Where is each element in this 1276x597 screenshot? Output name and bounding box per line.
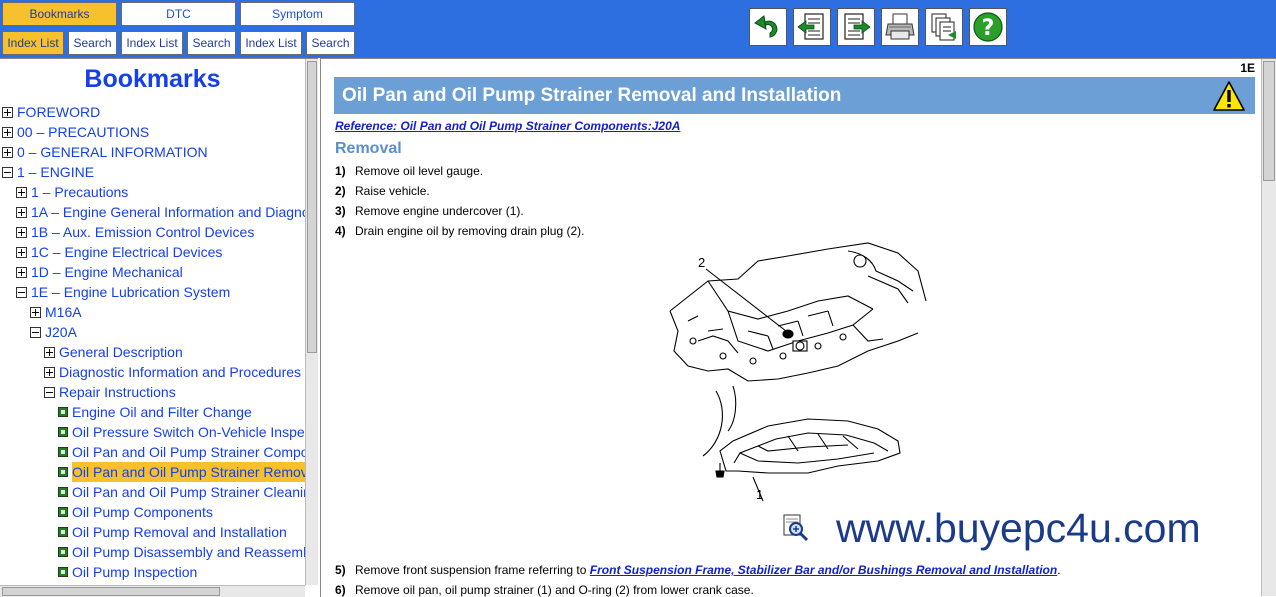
step-6: 6)Remove oil pan, oil pump strainer (1) …: [335, 583, 754, 597]
oil-pan-diagram: 2 1: [669, 242, 927, 502]
page-title-bar: Oil Pan and Oil Pump Strainer Removal an…: [334, 77, 1255, 114]
tree-item-oil-pressure-switch[interactable]: Oil Pressure Switch On-Vehicle Inspectio…: [58, 422, 305, 442]
document-icon: [58, 407, 68, 417]
expand-icon[interactable]: [2, 126, 13, 138]
previous-page-button[interactable]: [793, 8, 831, 46]
expand-icon[interactable]: [44, 366, 55, 378]
copy-button[interactable]: [925, 8, 963, 46]
tree-item-general-information[interactable]: 0 – GENERAL INFORMATION: [2, 142, 208, 162]
bookmarks-panel: Bookmarks FOREWORD 00 – PRECAUTIONS 0 – …: [0, 58, 318, 597]
content-vertical-scrollbar[interactable]: [1261, 59, 1276, 596]
expand-icon[interactable]: [44, 346, 55, 358]
tree-item-oil-pump-components[interactable]: Oil Pump Components: [58, 502, 213, 522]
previous-page-icon: [797, 13, 824, 40]
step-3: 3)Remove engine undercover (1).: [335, 204, 524, 218]
document-icon: [58, 467, 68, 477]
dtc-search-button[interactable]: Search: [187, 31, 236, 55]
bookmarks-vertical-scrollbar[interactable]: [305, 59, 318, 585]
step-1: 1)Remove oil level gauge.: [335, 164, 484, 178]
bookmark-tree: Bookmarks FOREWORD 00 – PRECAUTIONS 0 – …: [0, 59, 305, 585]
expand-icon[interactable]: [16, 226, 27, 238]
tree-item-1a[interactable]: 1A – Engine General Information and Diag…: [16, 202, 305, 222]
tree-item-oil-pump-disassembly[interactable]: Oil Pump Disassembly and Reassembly: [58, 542, 305, 562]
bookmarks-horizontal-scrollbar[interactable]: [0, 585, 305, 597]
expand-icon[interactable]: [30, 306, 41, 318]
step-2: 2)Raise vehicle.: [335, 184, 430, 198]
tree-item-1b[interactable]: 1B – Aux. Emission Control Devices: [16, 222, 254, 242]
help-button[interactable]: ?: [969, 8, 1007, 46]
document-icon: [58, 487, 68, 497]
callout-label-1: 1: [756, 487, 763, 502]
symptom-search-button[interactable]: Search: [306, 31, 355, 55]
top-toolbar: Bookmarks DTC Symptom Index List Search …: [0, 0, 1276, 58]
document-icon: [58, 567, 68, 577]
back-button[interactable]: [749, 8, 787, 46]
bookmarks-search-button[interactable]: Search: [68, 31, 117, 55]
tree-item-oil-pan-cleaning[interactable]: Oil Pan and Oil Pump Strainer Cleaning: [58, 482, 305, 502]
document-icon: [58, 507, 68, 517]
bookmarks-index-list-button[interactable]: Index List: [2, 31, 64, 55]
symptom-index-list-button[interactable]: Index List: [240, 31, 302, 55]
tree-item-oil-pump-removal[interactable]: Oil Pump Removal and Installation: [58, 522, 287, 542]
dtc-index-list-button[interactable]: Index List: [121, 31, 183, 55]
warning-icon: [1213, 81, 1245, 111]
print-icon: [885, 13, 915, 40]
section-code: 1E: [1240, 61, 1255, 75]
tree-item-oil-pan-removal-selected[interactable]: Oil Pan and Oil Pump Strainer Removal an…: [58, 462, 305, 482]
collapse-icon[interactable]: [44, 386, 55, 398]
tab-dtc[interactable]: DTC: [121, 2, 236, 26]
document-icon: [58, 427, 68, 437]
tree-item-foreword[interactable]: FOREWORD: [2, 102, 100, 122]
expand-icon[interactable]: [2, 106, 13, 118]
help-icon: ?: [973, 12, 1003, 42]
tab-symptom[interactable]: Symptom: [240, 2, 355, 26]
tree-item-j20a[interactable]: J20A: [30, 322, 77, 342]
document-icon: [58, 527, 68, 537]
tree-item-1c[interactable]: 1C – Engine Electrical Devices: [16, 242, 222, 262]
scrollbar-thumb[interactable]: [1263, 61, 1275, 181]
tree-item-general-description[interactable]: General Description: [44, 342, 183, 362]
next-page-icon: [844, 13, 871, 40]
tree-item-engine-oil-filter-change[interactable]: Engine Oil and Filter Change: [58, 402, 252, 422]
expand-icon[interactable]: [16, 186, 27, 198]
front-suspension-link[interactable]: Front Suspension Frame, Stabilizer Bar a…: [589, 563, 1058, 577]
scrollbar-thumb[interactable]: [2, 587, 220, 596]
tree-item-diagnostic-information[interactable]: Diagnostic Information and Procedures: [44, 362, 301, 382]
content-panel: 1E Oil Pan and Oil Pump Strainer Removal…: [320, 58, 1276, 597]
next-page-button[interactable]: [837, 8, 875, 46]
tree-item-1e[interactable]: 1E – Engine Lubrication System: [16, 282, 230, 302]
collapse-icon[interactable]: [2, 166, 13, 178]
tree-item-oil-pump-inspection[interactable]: Oil Pump Inspection: [58, 562, 197, 582]
tree-item-precautions[interactable]: 00 – PRECAUTIONS: [2, 122, 149, 142]
expand-icon[interactable]: [2, 146, 13, 158]
tree-item-oil-pan-components[interactable]: Oil Pan and Oil Pump Strainer Components: [58, 442, 305, 462]
zoom-in-icon[interactable]: [783, 514, 809, 542]
expand-icon[interactable]: [16, 206, 27, 218]
tree-item-engine[interactable]: 1 – ENGINE: [2, 162, 94, 182]
tree-item-1d[interactable]: 1D – Engine Mechanical: [16, 262, 183, 282]
reference-link[interactable]: Reference: Oil Pan and Oil Pump Strainer…: [335, 119, 681, 133]
removal-heading: Removal: [335, 140, 402, 157]
back-arrow-icon: [754, 15, 778, 38]
watermark: www.buyepc4u.com: [836, 505, 1201, 551]
expand-icon[interactable]: [16, 246, 27, 258]
expand-icon[interactable]: [16, 266, 27, 278]
print-button[interactable]: [881, 8, 919, 46]
document-icon: [58, 547, 68, 557]
bookmarks-title: Bookmarks: [84, 65, 221, 93]
document-icon: [58, 447, 68, 457]
tree-item-1-precautions[interactable]: 1 – Precautions: [16, 182, 128, 202]
tree-item-repair-instructions[interactable]: Repair Instructions: [44, 382, 176, 402]
page-title: Oil Pan and Oil Pump Strainer Removal an…: [342, 85, 842, 106]
step-5: 5)Remove front suspension frame referrin…: [335, 563, 1061, 577]
tree-item-m16a[interactable]: M16A: [30, 302, 82, 322]
scrollbar-thumb[interactable]: [307, 61, 317, 353]
help-glyph: ?: [982, 16, 995, 41]
tab-bookmarks[interactable]: Bookmarks: [2, 2, 117, 26]
collapse-icon[interactable]: [16, 286, 27, 298]
collapse-icon[interactable]: [30, 326, 41, 338]
callout-label-2: 2: [698, 255, 705, 270]
step-4: 4)Drain engine oil by removing drain plu…: [335, 224, 585, 238]
copy-icon: [931, 13, 956, 41]
